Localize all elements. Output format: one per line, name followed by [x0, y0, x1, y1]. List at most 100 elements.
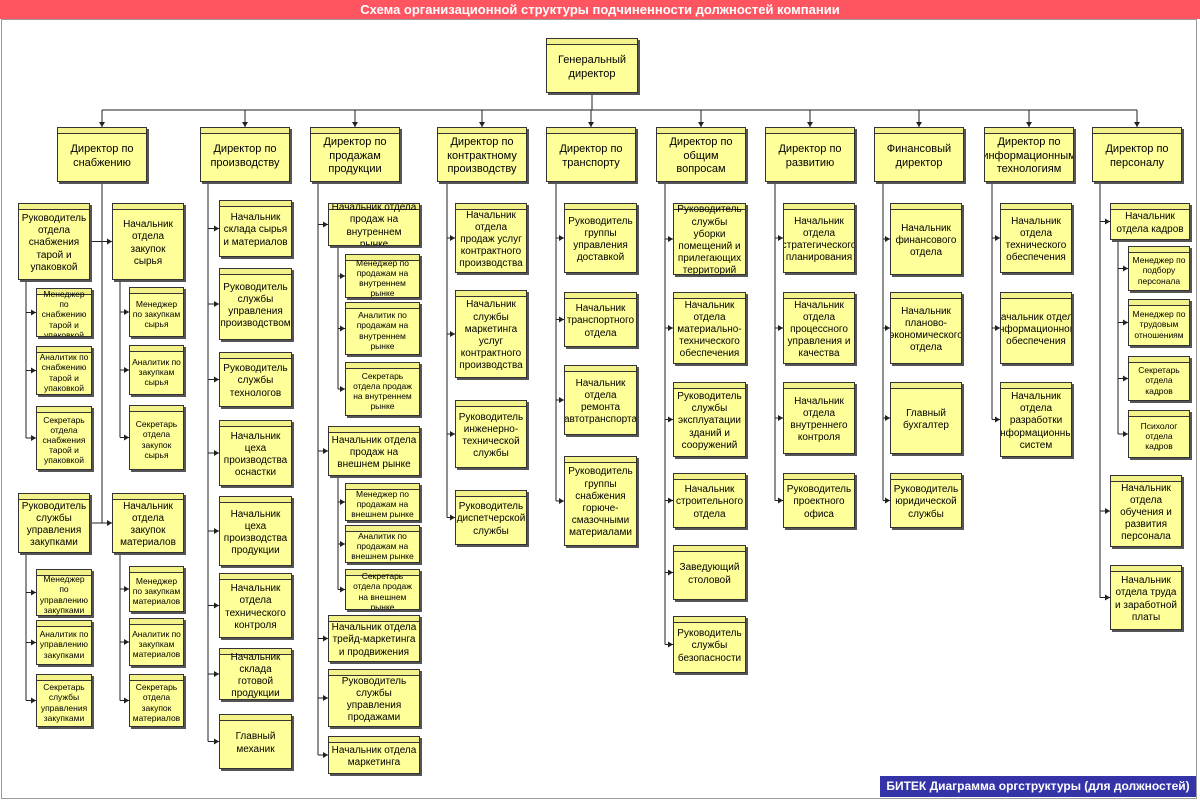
supply-head-tara: Руководитель отдела снабжения тарой и уп…: [18, 203, 90, 280]
arrowhead: [1105, 508, 1110, 514]
sales-external-staff-1: Аналитик по продажам на внешнем рынке: [345, 525, 420, 563]
director-box-4-label: Директор по транспорту: [559, 143, 623, 169]
arrowhead: [214, 671, 219, 677]
general-item-3: Начальник строительного отдела: [673, 473, 746, 528]
contract-item-0-label: Начальник отдела продаж услуг контрактно…: [459, 209, 523, 270]
hr-personnel-staff-2-label: Секретарь отдела кадров: [1138, 365, 1180, 396]
hr-other-1-label: Начальник отдела труда и заработной плат…: [1115, 575, 1177, 623]
supply-materials-staff-2: Секретарь отдела закупок материалов: [129, 674, 184, 727]
arrowhead: [31, 639, 36, 646]
hr-head-personnel: Начальник отдела кадров: [1110, 203, 1190, 240]
arrowhead: [885, 236, 890, 242]
production-item-5-label: Начальник отдела технического контроля: [225, 583, 286, 631]
director-box-9-label: Директор по персоналу: [1105, 143, 1169, 169]
production-item-5: Начальник отдела технического контроля: [219, 573, 292, 638]
director-box-6: Директор по развитию: [765, 127, 855, 182]
arrowhead: [885, 415, 890, 421]
supply-head-purchase: Руководитель службы управления закупками: [18, 493, 90, 553]
production-item-4: Начальник цеха производства продукции: [219, 496, 292, 566]
contract-item-1-label: Начальник службы маркетинга услуг контра…: [459, 299, 523, 372]
development-item-0: Начальник отдела стратегического планиро…: [783, 203, 855, 273]
arrowhead: [214, 225, 219, 232]
supply-raw-staff-1: Аналитик по закупкам сырья: [129, 345, 184, 395]
production-item-7-label: Главный механик: [235, 731, 276, 755]
development-item-3-label: Руководитель проектного офиса: [786, 484, 852, 520]
production-item-7: Главный механик: [219, 714, 292, 769]
supply-materials-staff-2-label: Секретарь отдела закупок материалов: [132, 682, 181, 723]
arrowhead: [778, 325, 783, 331]
director-box-7: Финансовый директор: [874, 127, 964, 182]
arrowhead: [31, 697, 36, 704]
supply-head-raw-label: Начальник отдела закупок сырья: [123, 219, 173, 267]
supply-purchase-staff-2: Секретарь службы управления закупками: [36, 674, 92, 727]
arrowhead: [1105, 218, 1110, 225]
arrowhead: [559, 498, 564, 504]
arrowhead: [124, 367, 129, 373]
production-item-0: Начальник склада сырья и материалов: [219, 200, 292, 257]
arrowhead: [323, 695, 328, 701]
finance-item-0-label: Начальник финансового отдела: [895, 222, 957, 259]
arrowhead: [1123, 319, 1128, 326]
arrowhead: [214, 602, 219, 609]
director-box-3-label: Директор по контрактному производству: [447, 136, 517, 176]
supply-head-purchase-label: Руководитель службы управления закупками: [21, 500, 87, 549]
arrowhead: [668, 569, 673, 576]
finance-item-3: Руководитель юридической службы: [890, 473, 962, 528]
production-item-3: Начальник цеха производства оснастки: [219, 420, 292, 486]
transport-item-2: Начальник отдела ремонта автотранспорта: [564, 365, 637, 435]
arrowhead: [340, 499, 345, 505]
arrowhead: [214, 450, 219, 456]
director-box-5: Директор по общим вопросам: [656, 127, 746, 182]
arrowhead: [214, 301, 219, 307]
general-item-5-label: Руководитель службы безопасности: [677, 628, 742, 664]
production-item-1-label: Руководитель службы управления производс…: [220, 281, 291, 330]
arrowhead: [31, 367, 36, 374]
hr-head-personnel-label: Начальник отдела кадров: [1116, 211, 1184, 235]
development-item-3: Руководитель проектного офиса: [783, 473, 855, 528]
diagram-frame: [1, 19, 1197, 799]
sales-external-staff-0-label: Менеджер по продажам на внешнем рынке: [351, 488, 414, 520]
it-item-2-label: Начальник отдела разработки информационн…: [1000, 391, 1072, 451]
supply-tara-staff-2: Секретарь отдела снабжения тарой и упако…: [36, 406, 92, 470]
director-box-0-label: Директор по снабжению: [70, 143, 134, 169]
director-box-5-label: Директор по общим вопросам: [669, 136, 733, 176]
general-item-2: Руководитель службы эксплуатации зданий …: [673, 382, 746, 457]
arrowhead: [107, 520, 112, 526]
director-box-3: Директор по контрактному производству: [437, 127, 527, 182]
supply-tara-staff-1: Аналитик по снабжению тарой и упаковкой: [36, 346, 92, 395]
transport-item-0-label: Руководитель группы управления доставкой: [568, 215, 633, 264]
hr-personnel-staff-3: Психолог отдела кадров: [1128, 410, 1190, 458]
sales-other-0: Начальник отдела трейд-маркетинга и прод…: [328, 615, 420, 662]
development-item-0-label: Начальник отдела стратегического планиро…: [783, 215, 855, 264]
supply-purchase-staff-2-label: Секретарь службы управления закупками: [40, 682, 88, 723]
arrowhead: [588, 122, 594, 127]
arrowhead: [778, 497, 783, 504]
sales-internal-staff-1-label: Аналитик по продажам на внутреннем рынке: [356, 310, 409, 351]
director-box-9: Директор по персоналу: [1092, 127, 1182, 182]
arrowhead: [340, 386, 345, 392]
general-item-2-label: Руководитель службы эксплуатации зданий …: [677, 391, 742, 451]
arrowhead: [124, 697, 129, 704]
sales-other-2-label: Начальник отдела маркетинга: [331, 744, 417, 768]
arrowhead: [778, 235, 783, 241]
general-item-4-label: Заведующий столовой: [679, 562, 740, 586]
arrowhead: [31, 309, 36, 316]
arrowhead: [323, 221, 328, 228]
arrowhead: [885, 325, 890, 331]
arrowhead: [479, 122, 485, 127]
finance-item-1: Начальник планово-экономического отдела: [890, 292, 962, 364]
arrowhead: [668, 325, 673, 331]
it-item-1: Начальник отдела информационного обеспеч…: [1000, 292, 1072, 364]
arrowhead: [1123, 431, 1128, 437]
hr-personnel-staff-1-label: Менеджер по трудовым отношениям: [1132, 309, 1186, 340]
supply-raw-staff-0-label: Менеджер по закупкам сырья: [132, 298, 181, 330]
supply-tara-staff-2-label: Секретарь отдела снабжения тарой и упако…: [42, 414, 86, 466]
general-item-0: Руководитель службы уборки помещений и п…: [673, 203, 746, 275]
supply-head-tara-label: Руководитель отдела снабжения тарой и уп…: [21, 213, 87, 273]
sales-other-1: Руководитель службы управления продажами: [328, 669, 420, 727]
arrowhead: [995, 325, 1000, 331]
director-box-8-label: Директор по информационным технологиям: [984, 136, 1074, 176]
development-item-1: Начальник отдела процессного управления …: [783, 292, 855, 364]
contract-item-2: Руководитель инженерно-технической служб…: [455, 400, 527, 468]
